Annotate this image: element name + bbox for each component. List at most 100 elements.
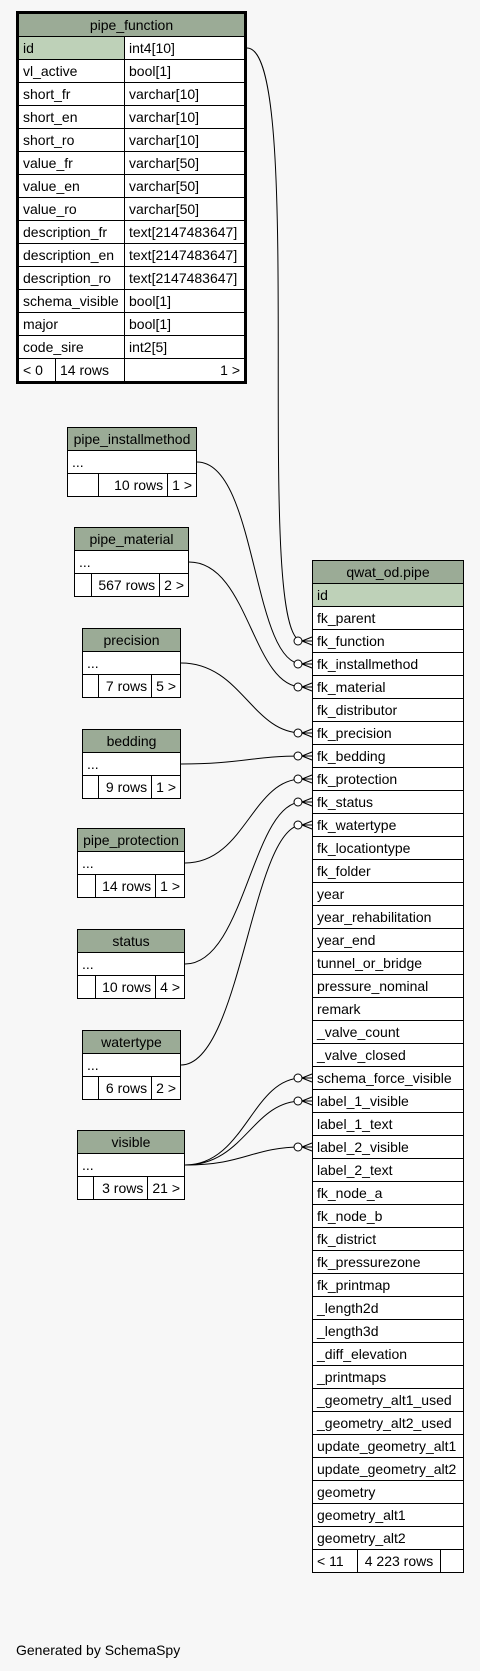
column-name: year: [312, 882, 464, 906]
children-count: 1 >: [151, 775, 181, 799]
column-name: vl_active: [17, 59, 125, 83]
table-row[interactable]: fk_distributor: [312, 698, 464, 722]
table-row[interactable]: fk_installmethod: [312, 652, 464, 676]
table-row[interactable]: geometry: [312, 1480, 464, 1504]
table-row[interactable]: fk_node_b: [312, 1204, 464, 1228]
column-name: description_fr: [17, 220, 125, 244]
table-row[interactable]: fk_watertype: [312, 813, 464, 837]
column-type: varchar[50]: [124, 174, 246, 198]
table-row[interactable]: fk_node_a: [312, 1181, 464, 1205]
table-row[interactable]: fk_precision: [312, 721, 464, 745]
table-row[interactable]: _valve_count: [312, 1020, 464, 1044]
table-row[interactable]: _length2d: [312, 1296, 464, 1320]
table-row[interactable]: ...: [77, 851, 185, 875]
table-row[interactable]: fk_locationtype: [312, 836, 464, 860]
row-count: 10 rows: [98, 473, 169, 497]
table-row[interactable]: _diff_elevation: [312, 1342, 464, 1366]
column-type: bool[1]: [124, 59, 246, 83]
table-row[interactable]: fk_printmap: [312, 1273, 464, 1297]
column-name: tunnel_or_bridge: [312, 951, 464, 975]
table-row[interactable]: year_end: [312, 928, 464, 952]
table-row[interactable]: id: [312, 583, 464, 607]
column-name: year_rehabilitation: [312, 905, 464, 929]
column-type: text[2147483647]: [124, 266, 246, 290]
table-row[interactable]: ...: [77, 952, 185, 976]
table-row[interactable]: label_2_visible: [312, 1135, 464, 1159]
column-name: fk_function: [312, 629, 464, 653]
table-row[interactable]: ...: [74, 550, 189, 574]
table-row[interactable]: label_1_text: [312, 1112, 464, 1136]
table-row[interactable]: fk_material: [312, 675, 464, 699]
column-name: short_ro: [17, 128, 125, 152]
table-row[interactable]: fk_folder: [312, 859, 464, 883]
table-row[interactable]: remark: [312, 997, 464, 1021]
table-row[interactable]: fk_pressurezone: [312, 1250, 464, 1274]
table-row[interactable]: update_geometry_alt2: [312, 1457, 464, 1481]
table-row[interactable]: year: [312, 882, 464, 906]
column-type: varchar[10]: [124, 105, 246, 129]
table-row[interactable]: schema_force_visible: [312, 1066, 464, 1090]
table-row[interactable]: _geometry_alt1_used: [312, 1388, 464, 1412]
table-row[interactable]: year_rehabilitation: [312, 905, 464, 929]
table-row[interactable]: _printmaps: [312, 1365, 464, 1389]
edge-visible-schema-force-visible: [184, 1073, 313, 1166]
column-name: _geometry_alt1_used: [312, 1388, 464, 1412]
table-title: pipe_function: [17, 12, 246, 37]
table-row[interactable]: tunnel_or_bridge: [312, 951, 464, 975]
column-type: varchar[50]: [124, 197, 246, 221]
table-row[interactable]: fk_district: [312, 1227, 464, 1251]
table-row[interactable]: geometry_alt2: [312, 1526, 464, 1550]
table-row[interactable]: label_2_text: [312, 1158, 464, 1182]
table-row[interactable]: label_1_visible: [312, 1089, 464, 1113]
column-name: fk_pressurezone: [312, 1250, 464, 1274]
table-row[interactable]: ...: [82, 651, 181, 675]
table-row[interactable]: _length3d: [312, 1319, 464, 1343]
children-count: 4 >: [155, 975, 185, 999]
table-row[interactable]: fk_status: [312, 790, 464, 814]
table-row[interactable]: fk_parent: [312, 606, 464, 630]
column-name: fk_district: [312, 1227, 464, 1251]
table-row[interactable]: _valve_closed: [312, 1043, 464, 1067]
table-row[interactable]: ...: [67, 450, 197, 474]
table-row[interactable]: fk_protection: [312, 767, 464, 791]
table-row[interactable]: ...: [82, 1053, 181, 1077]
table-footer: < 11 4 223 rows: [312, 1549, 464, 1573]
table-row[interactable]: pressure_nominal: [312, 974, 464, 998]
table-row[interactable]: fk_bedding: [312, 744, 464, 768]
table-row[interactable]: update_geometry_alt1: [312, 1434, 464, 1458]
table-row[interactable]: geometry_alt1: [312, 1503, 464, 1527]
column-name: _diff_elevation: [312, 1342, 464, 1366]
table-row[interactable]: ...: [77, 1153, 185, 1177]
table-row[interactable]: fk_function: [312, 629, 464, 653]
table-row[interactable]: _geometry_alt2_used: [312, 1411, 464, 1435]
children-count: 5 >: [151, 674, 181, 698]
table-row[interactable]: ...: [82, 752, 181, 776]
